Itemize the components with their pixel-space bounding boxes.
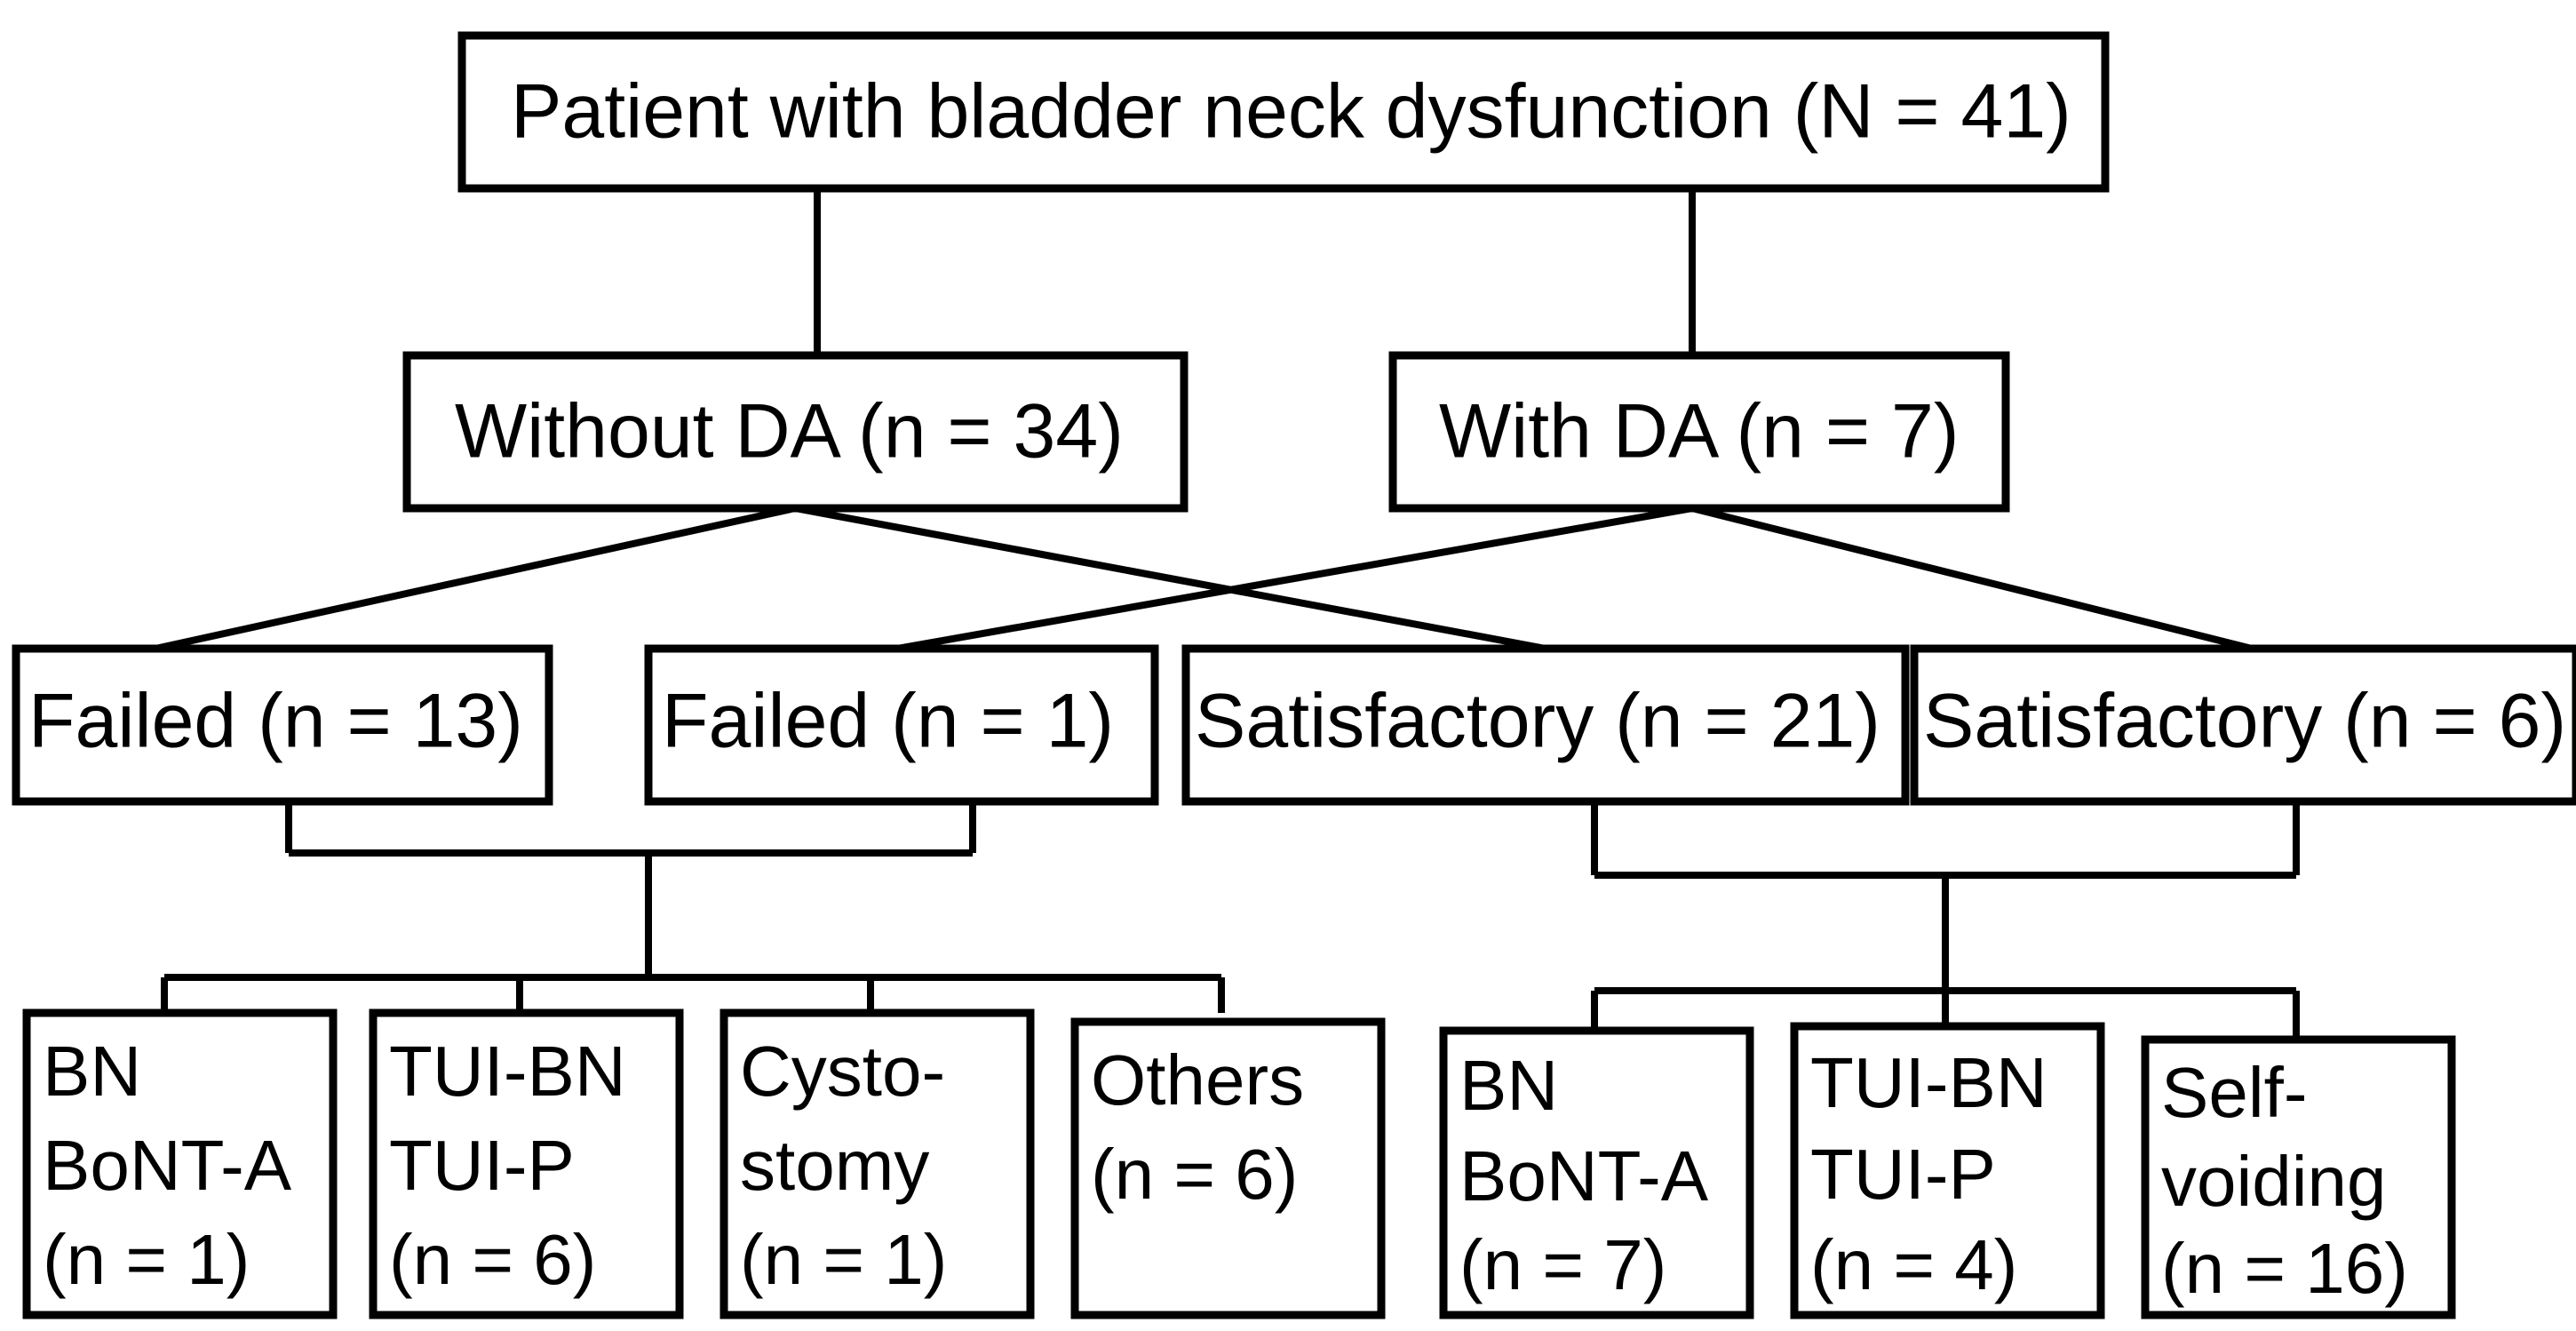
node-tui-bn-tui-p-4-line-2: TUI-P [1810,1135,1996,1214]
node-self-voiding-16[interactable]: Self- voiding (n = 16) [2141,1035,2456,1319]
node-with-da-box [1388,351,2010,513]
node-bn-bont-a-7-line-3: (n = 7) [1459,1225,1666,1304]
node-tui-bn-tui-p-4-line-1: TUI-BN [1810,1043,2047,1122]
node-failed-1-box [644,644,1159,806]
node-tui-bn-tui-p-6[interactable]: TUI-BN TUI-P (n = 6) [369,1008,684,1319]
edge-without-da-to-satisfactory-21 [794,505,1546,652]
node-tui-bn-tui-p-6-box [369,1008,684,1319]
edge-with-da-to-satisfactory-6 [1691,505,2253,652]
node-failed-13[interactable]: Failed (n = 13) [12,644,553,806]
node-bn-bont-a-7[interactable]: BN BoNT-A (n = 7) [1439,1026,1754,1319]
node-others-6-box [1070,1017,1386,1319]
edge-with-da-to-failed-1 [896,505,1693,652]
node-tui-bn-tui-p-6-line-2: TUI-P [389,1126,575,1205]
node-bn-bont-a-7-line-2: BoNT-A [1459,1136,1709,1215]
node-without-da-line-1: Without DA (n = 34) [455,389,1124,474]
node-failed-1-line-1: Failed (n = 1) [662,679,1114,764]
node-others-6[interactable]: Others (n = 6) [1070,1017,1386,1319]
node-failed-13-line-1: Failed (n = 13) [28,679,523,764]
node-self-voiding-16-box [2141,1035,2456,1319]
node-satisfactory-21[interactable]: Satisfactory (n = 21) [1181,644,1910,806]
node-self-voiding-16-line-2: voiding [2161,1142,2387,1221]
node-tui-bn-tui-p-4-line-3: (n = 4) [1810,1225,2017,1304]
node-others-6-line-1: Others [1091,1040,1304,1120]
node-root-box [457,31,2110,193]
node-cystostomy-1-line-2: stomy [740,1126,929,1205]
node-satisfactory-6-box [1910,644,2576,806]
node-satisfactory-6-line-1: Satisfactory (n = 6) [1923,679,2566,764]
node-cystostomy-1-line-3: (n = 1) [740,1220,947,1299]
node-cystostomy-1-box [720,1008,1035,1319]
edge-without-da-to-failed-13 [155,505,796,652]
node-bn-bont-a-1[interactable]: BN BoNT-A (n = 1) [22,1008,338,1319]
node-cystostomy-1-line-1: Cysto- [740,1032,945,1111]
node-bn-bont-a-1-box [22,1008,338,1319]
node-self-voiding-16-line-1: Self- [2161,1053,2308,1132]
node-failed-1[interactable]: Failed (n = 1) [644,644,1159,806]
node-tui-bn-tui-p-6-line-3: (n = 6) [389,1220,596,1299]
node-failed-13-box [12,644,553,806]
connector-layer [155,188,2300,1040]
node-cystostomy-1[interactable]: Cysto- stomy (n = 1) [720,1008,1035,1319]
node-satisfactory-21-box [1181,644,1910,806]
node-others-6-line-2: (n = 6) [1091,1135,1298,1214]
node-bn-bont-a-7-box [1439,1026,1754,1319]
node-bn-bont-a-1-line-1: BN [43,1032,141,1111]
node-satisfactory-21-line-1: Satisfactory (n = 21) [1195,679,1880,764]
node-tui-bn-tui-p-4[interactable]: TUI-BN TUI-P (n = 4) [1790,1022,2105,1319]
node-satisfactory-6[interactable]: Satisfactory (n = 6) [1910,644,2576,806]
node-with-da[interactable]: With DA (n = 7) [1388,351,2010,513]
node-bn-bont-a-1-line-2: BoNT-A [43,1126,292,1205]
node-tui-bn-tui-p-4-box [1790,1022,2105,1319]
node-bn-bont-a-7-line-1: BN [1459,1046,1558,1125]
node-self-voiding-16-line-3: (n = 16) [2161,1229,2408,1308]
node-with-da-line-1: With DA (n = 7) [1439,389,1959,474]
node-tui-bn-tui-p-6-line-1: TUI-BN [389,1032,626,1111]
node-without-da-box [402,351,1189,513]
node-root-line-1: Patient with bladder neck dysfunction (N… [511,69,2071,155]
node-without-da[interactable]: Without DA (n = 34) [402,351,1189,513]
node-bn-bont-a-1-line-3: (n = 1) [43,1220,250,1299]
node-root[interactable]: Patient with bladder neck dysfunction (N… [457,31,2110,193]
